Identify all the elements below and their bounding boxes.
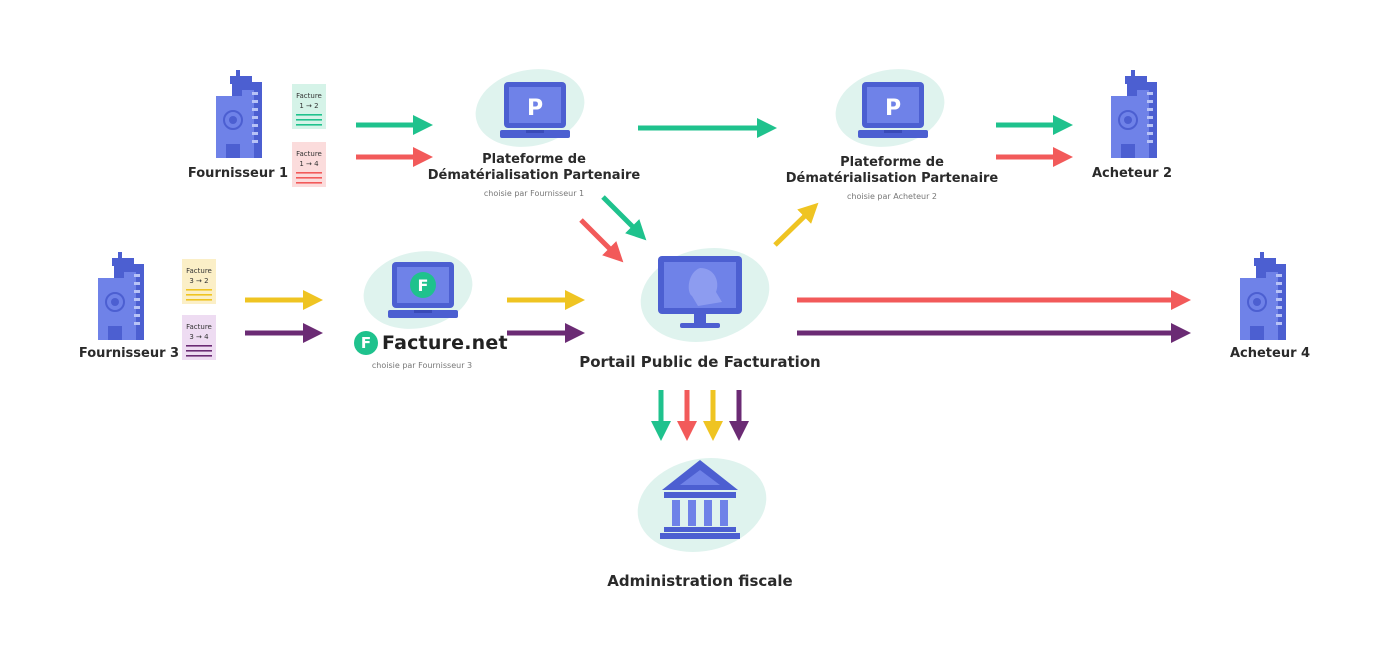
pdp1-subtitle: choisie par Fournisseur 1: [483, 189, 585, 198]
invoice-title: Facture: [296, 150, 322, 158]
invoice-document-icon: Facture 1 → 2: [292, 84, 326, 129]
fournisseur1-label: Fournisseur 1: [187, 166, 289, 181]
arrow-pdp1-portail-red: [579, 218, 624, 263]
invoice-document-icon: Facture 3 → 4: [182, 315, 216, 360]
pdp1-name-line1: Plateforme de: [482, 152, 586, 167]
facturenet-logo-icon: F: [354, 331, 378, 355]
pdp1-name-line2: Dématérialisation Partenaire: [427, 168, 641, 183]
svg-text:F: F: [418, 276, 429, 295]
invoice-route: 3 → 2: [189, 277, 208, 285]
arrow-pdp1-portail-green: [601, 195, 647, 241]
fournisseur1-building-icon: [215, 69, 263, 159]
acheteur2-label: Acheteur 2: [1091, 166, 1173, 181]
acheteur2-building-icon: [1110, 69, 1158, 159]
pdp2-name-line2: Dématérialisation Partenaire: [785, 171, 999, 186]
invoice-title: Facture: [186, 267, 212, 275]
pdp2-subtitle: choisie par Acheteur 2: [846, 192, 938, 201]
invoice-document-icon: Facture 1 → 4: [292, 142, 326, 187]
pdp2-name-line1: Plateforme de: [840, 155, 944, 170]
facturenet-screen-logo-icon: [410, 272, 436, 298]
acheteur4-building-icon: [1239, 251, 1287, 341]
arrow-portail-pdp2-yellow: [773, 202, 819, 247]
facturenet-logo-text: Facture.net: [382, 332, 508, 354]
facturenet-subtitle: choisie par Fournisseur 3: [371, 361, 473, 370]
fournisseur3-building-icon: [97, 251, 145, 341]
administration-label: Administration fiscale: [607, 572, 793, 590]
facturenet-logo: F Facture.net: [354, 330, 508, 356]
invoice-route: 1 → 2: [299, 102, 318, 110]
invoice-title: Facture: [186, 323, 212, 331]
portail-monitor-icon: [658, 256, 742, 328]
pdp2-logo-icon: P: [885, 96, 901, 121]
administration-government-building-icon: [660, 460, 740, 539]
invoice-document-icon: Facture 3 → 2: [182, 259, 216, 304]
pdp1-label: Plateforme de Dématérialisation Partenai…: [428, 152, 641, 198]
portail-label: Portail Public de Facturation: [579, 353, 821, 371]
invoice-route: 3 → 4: [189, 333, 209, 341]
invoice-route: 1 → 4: [299, 160, 319, 168]
invoice-title: Facture: [296, 92, 322, 100]
pdp2-label: Plateforme de Dématérialisation Partenai…: [786, 155, 999, 201]
pdp1-logo-icon: P: [527, 96, 543, 121]
fournisseur3-label: Fournisseur 3: [78, 346, 180, 361]
acheteur4-label: Acheteur 4: [1229, 346, 1311, 361]
